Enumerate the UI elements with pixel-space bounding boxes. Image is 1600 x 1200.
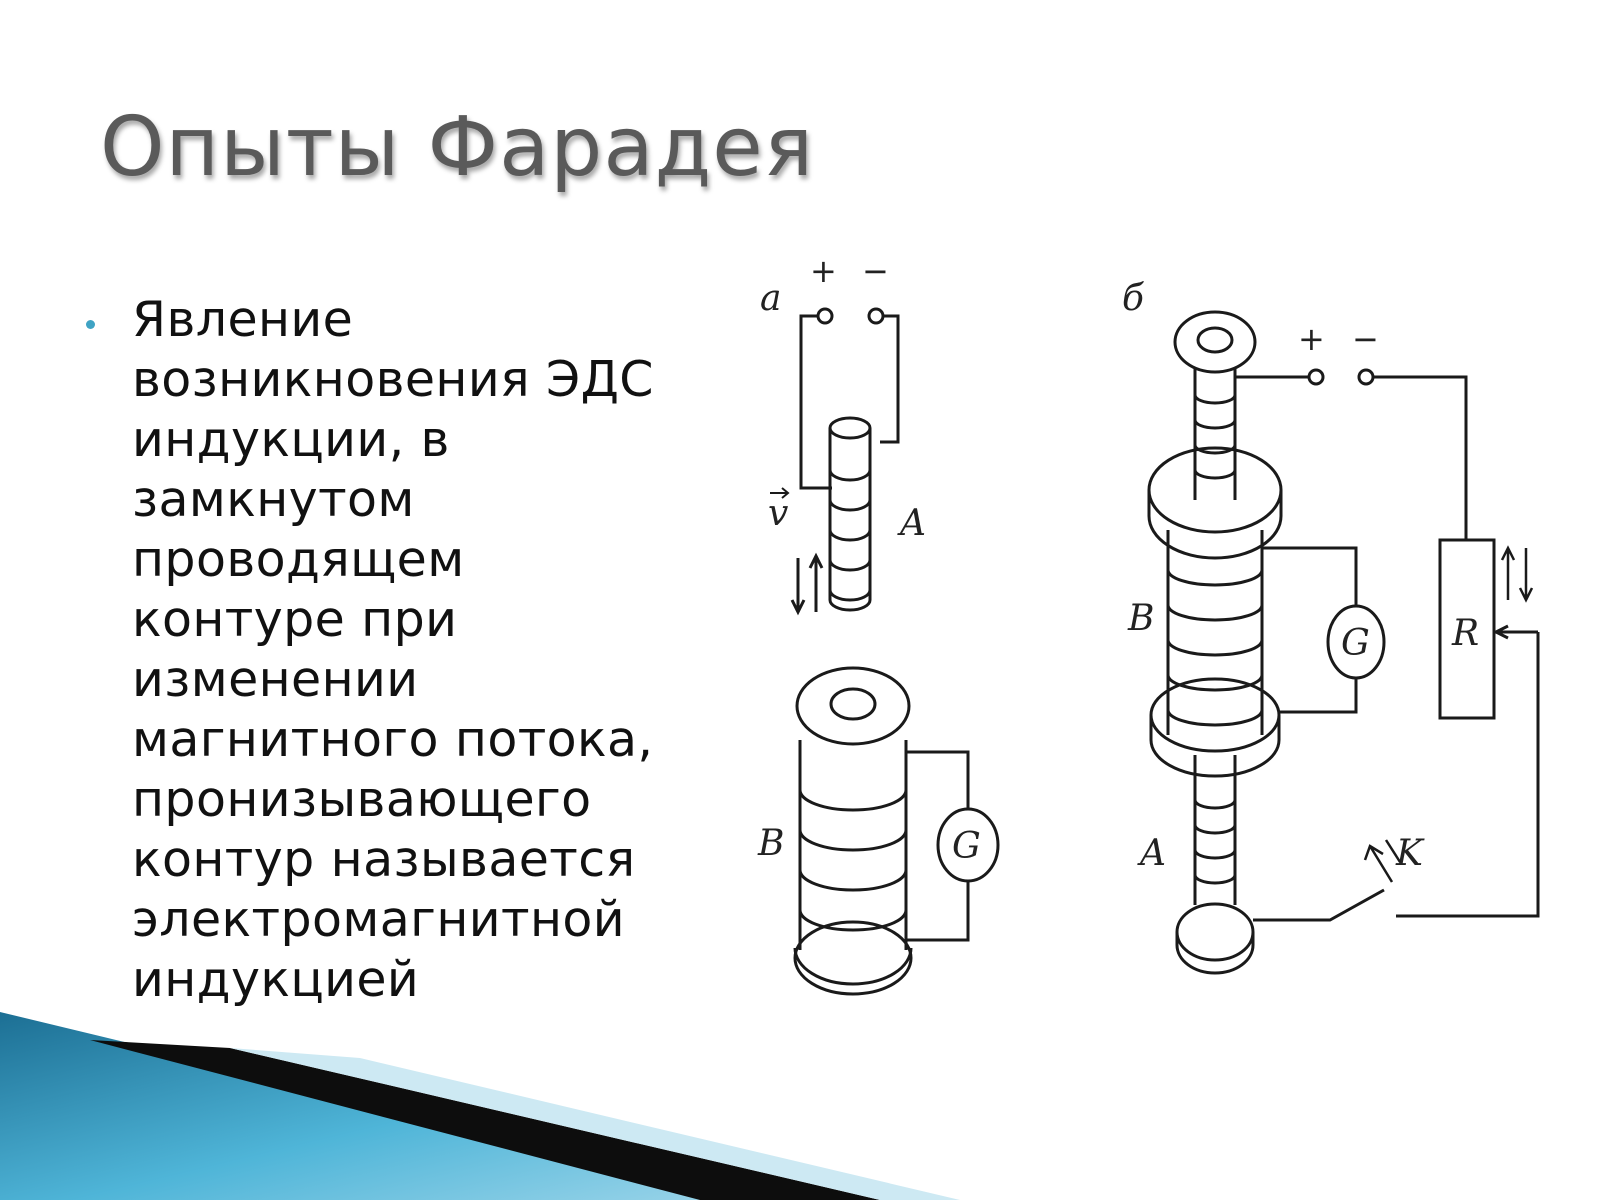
coil-a-bottom-flange bbox=[1175, 902, 1255, 962]
coil-b-label: B bbox=[757, 823, 784, 864]
coil-b-big-label: B bbox=[1127, 598, 1154, 639]
rheostat-slider-arrow bbox=[1492, 624, 1538, 640]
bullet-text-line: возникновения ЭДС bbox=[132, 351, 654, 408]
galvanometer-b-label: G bbox=[1341, 623, 1370, 664]
rheostat-label: R bbox=[1451, 613, 1479, 654]
bullet-text-line: индукцией bbox=[132, 951, 420, 1008]
wedge-black-stripe bbox=[90, 1040, 880, 1200]
slide-title: Опыты Фарадея bbox=[100, 100, 815, 195]
arrow-down-icon bbox=[790, 558, 806, 616]
bullet-text-line: изменении bbox=[132, 651, 419, 708]
velocity-label: v bbox=[768, 493, 788, 534]
arrow-up-icon bbox=[808, 552, 824, 612]
bullet-text-line: электромагнитной bbox=[132, 891, 626, 948]
coil-a-big-label: A bbox=[1137, 833, 1166, 874]
panel-b-label: б bbox=[1122, 278, 1145, 319]
terminal-b-minus bbox=[1357, 368, 1375, 386]
galvanometer-b bbox=[1326, 604, 1386, 680]
panel-a-label: a bbox=[760, 278, 781, 319]
bullet-text-line: пронизывающего bbox=[132, 771, 592, 828]
coil-a-label: A bbox=[897, 503, 926, 544]
bullet-text-line: магнитного потока, bbox=[132, 711, 654, 768]
terminal-minus bbox=[867, 307, 885, 325]
coil-b-top-flange bbox=[1147, 446, 1283, 534]
terminal-b-plus bbox=[1307, 368, 1325, 386]
bullet-dot bbox=[86, 320, 95, 329]
panel-a-bottom: G B bbox=[757, 666, 1000, 996]
bullet-text-line: Явление bbox=[132, 291, 354, 348]
wire-a-left bbox=[799, 314, 832, 490]
velocity-vector-arrow bbox=[770, 487, 790, 499]
rheostat bbox=[1438, 538, 1496, 720]
panel-b: б B G bbox=[1122, 278, 1540, 975]
bullet-text-line: контур называется bbox=[132, 831, 636, 888]
switch-arrow-icon-1 bbox=[1363, 844, 1394, 883]
switch-arrow-icon-2 bbox=[1384, 839, 1402, 863]
terminal-plus bbox=[816, 307, 834, 325]
galvanometer-a-label: G bbox=[952, 826, 981, 867]
terminal-b-minus-label: − bbox=[1352, 320, 1379, 358]
terminal-minus-label: − bbox=[862, 252, 889, 290]
arrow-down-icon-b bbox=[1518, 548, 1534, 603]
switch-label: K bbox=[1395, 833, 1425, 874]
arrow-up-icon-b bbox=[1500, 545, 1516, 600]
bullet-text-line: проводящем bbox=[132, 531, 465, 588]
terminal-b-plus-label: + bbox=[1298, 320, 1325, 358]
bullet-text-line: индукции, в bbox=[132, 411, 450, 468]
galvanometer-a bbox=[936, 807, 1000, 883]
wedge-light-stripe bbox=[230, 1048, 960, 1200]
switch-k bbox=[1253, 888, 1385, 922]
coil-a-small bbox=[828, 416, 872, 612]
bullet-text-line: замкнутом bbox=[132, 471, 415, 528]
wire-a-right bbox=[880, 314, 900, 444]
panel-a-top: a + − A v bbox=[760, 252, 926, 616]
terminal-plus-label: + bbox=[810, 252, 837, 290]
bullet-text-line: контуре при bbox=[132, 591, 458, 648]
